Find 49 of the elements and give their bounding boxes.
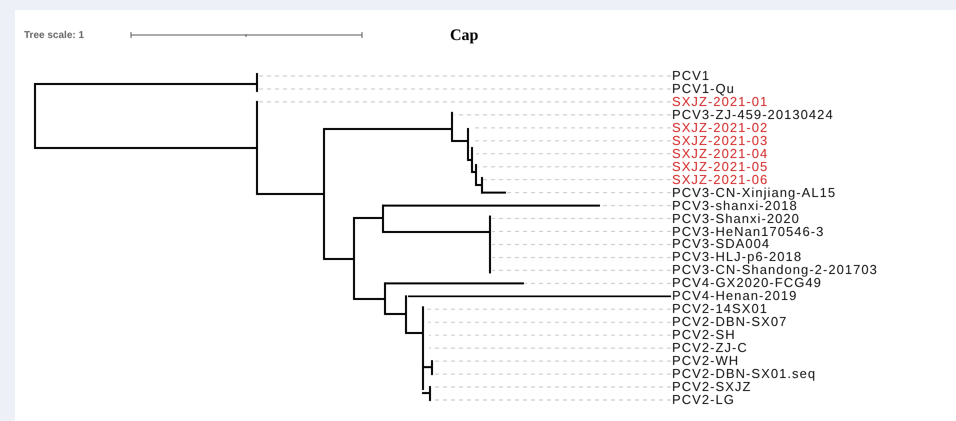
- leader-line: [408, 296, 671, 298]
- leader-line: [492, 256, 672, 258]
- taxon-label: PCV3-SDA004: [672, 237, 770, 250]
- leader-line: [492, 218, 672, 220]
- title: Cap: [450, 26, 478, 46]
- leader-line: [454, 114, 672, 116]
- taxon-label: SXJZ-2021-02: [672, 120, 768, 134]
- taxon-label: PCV2-LG: [672, 393, 735, 406]
- taxon-label: PCV3-CN-Xinjiang-AL15: [672, 186, 836, 199]
- taxon-label: SXJZ-2021-04: [672, 146, 768, 160]
- taxon-label: PCV2-SH: [672, 328, 736, 342]
- taxon-label: PCV2-DBN-SX01.seq: [672, 367, 816, 380]
- taxon-label: SXJZ-2021-01: [672, 94, 768, 108]
- taxon-label: PCV3-Shanxi-2020: [672, 212, 800, 225]
- leader-line: [506, 192, 672, 194]
- taxon-label: PCV3-HeNan170546-3: [672, 224, 824, 238]
- taxon-label: PCV3-CN-Shandong-2-201703: [672, 263, 878, 276]
- taxon-label: PCV4-Henan-2019: [672, 289, 798, 302]
- leader-line: [258, 101, 672, 102]
- leader-line: [600, 205, 672, 206]
- taxon-label: PCV1-Qu: [672, 82, 735, 95]
- taxon-label: PCV2-WH: [672, 354, 740, 368]
- leader-line: [524, 282, 672, 284]
- taxon-label: SXJZ-2021-05: [672, 160, 768, 173]
- leader-line: [434, 360, 672, 362]
- leader-line: [478, 166, 672, 168]
- leader-line: [428, 334, 672, 336]
- leader-line: [492, 231, 672, 232]
- leader-line: [258, 88, 672, 90]
- taxon-label: SXJZ-2021-06: [672, 172, 768, 186]
- taxon-label: PCV2-DBN-SX07: [672, 315, 788, 328]
- taxon-label: PCV3-ZJ-459-20130424: [672, 108, 834, 121]
- taxon-label: PCV3-shanxi-2018: [672, 198, 798, 212]
- leader-line: [428, 348, 672, 349]
- scale-label: Tree scale: 1: [24, 29, 84, 43]
- taxon-label: PCV1: [672, 69, 710, 82]
- taxon-label: PCV4-GX2020-FCG49: [672, 276, 822, 290]
- leader-line: [492, 270, 672, 271]
- leader-line: [476, 153, 672, 154]
- leader-line: [492, 244, 672, 245]
- leader-line: [434, 374, 672, 375]
- taxon-label: PCV2-SXJZ: [672, 380, 752, 394]
- leader-line: [428, 322, 672, 323]
- taxon-label: PCV2-ZJ-C: [672, 341, 748, 354]
- taxon-label: PCV2-14SX01: [672, 302, 768, 316]
- taxon-label: SXJZ-2021-03: [672, 134, 768, 147]
- leader-line: [426, 308, 672, 310]
- leader-line: [474, 140, 672, 142]
- taxon-label: PCV3-HLJ-p6-2018: [672, 250, 802, 264]
